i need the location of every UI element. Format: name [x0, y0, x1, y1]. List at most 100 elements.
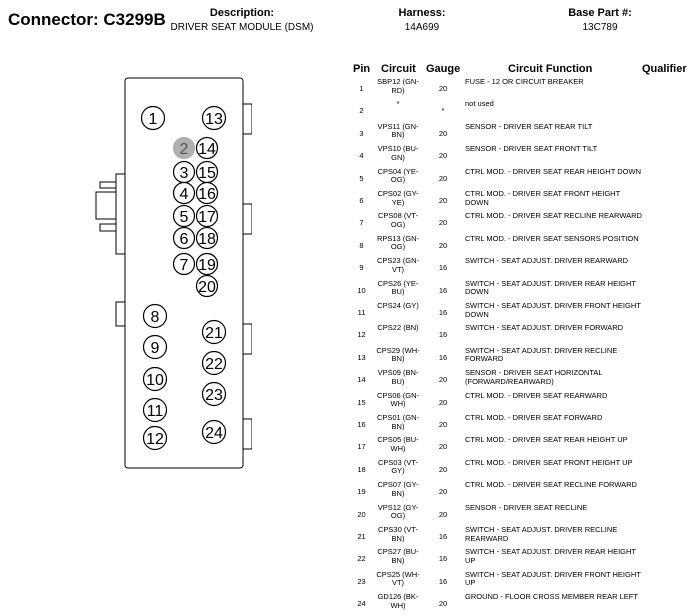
- cavity-circle: [195, 252, 219, 276]
- function-cell: GROUND - FLOOR CROSS MEMBER REAR LEFT: [465, 592, 638, 602]
- cavity-16: 16: [195, 181, 219, 205]
- circuit-cell: CPS22 (BN): [377, 323, 419, 333]
- cavity-circle: [172, 181, 196, 205]
- pin-cell: 9: [359, 263, 364, 273]
- circuit-cell: CPS05 (BU-WH): [377, 435, 419, 453]
- function-cell: FUSE - 12 OR CIRCUIT BREAKER: [465, 77, 584, 86]
- header-circuit: Circuit: [381, 63, 416, 75]
- cavity-label: 20: [198, 279, 216, 296]
- cavity-18: 18: [195, 226, 219, 250]
- latch-tab-upper: [99, 181, 116, 189]
- circuit-cell: CPS24 (GY): [377, 301, 419, 310]
- circuit-cell: CPS02 (GY-YE): [377, 189, 419, 207]
- gauge-cell: 20: [438, 599, 448, 609]
- circuit-cell: CPS03 (VT-GY): [377, 457, 418, 476]
- cavity-label: 16: [198, 186, 216, 203]
- gauge-cell: 16: [438, 554, 448, 564]
- function-cell: SENSOR - DRIVER SEAT REAR TILT: [465, 121, 593, 131]
- connector-housing: [95, 77, 252, 469]
- pin-cell: 23: [357, 576, 366, 586]
- gauge-cell: 20: [438, 375, 448, 385]
- cavity-17: 17: [195, 204, 219, 228]
- cavity-14: 14: [195, 136, 219, 160]
- pin-cell: 8: [359, 240, 364, 250]
- cavity-20: 20: [195, 274, 219, 298]
- side-rib-right-3: [243, 323, 252, 355]
- table-row: 2**not used: [345, 100, 695, 122]
- gauge-cell: 16: [438, 263, 448, 273]
- table-row: 24 GD126 (BK-WH) 20 GROUND - FLOOR CROSS ME…: [345, 592, 695, 615]
- cavity-1: 1: [140, 105, 166, 131]
- cavity-circle: [195, 136, 219, 160]
- function-cell: SWITCH - SEAT ADJUST. DRIVER REARWARD: [465, 256, 629, 266]
- pin-cell: 22: [357, 554, 366, 564]
- gauge-cell: 20: [438, 173, 448, 183]
- harness-label: Harness:: [398, 7, 446, 19]
- cavity-13: 13: [201, 105, 227, 131]
- gauge-cell: 20: [438, 151, 448, 161]
- header-pin: Pin: [353, 63, 371, 75]
- function-cell: CTRL MOD. - DRIVER SEAT RECLINE REARWARD: [465, 211, 642, 221]
- cavity-circle: [195, 274, 219, 298]
- cavity-label: 9: [151, 340, 160, 357]
- circuit-cell: CPS07 (GY-BN): [377, 480, 419, 498]
- latch-tab-lower: [99, 223, 116, 232]
- function-cell: CTRL MOD. - DRIVER SEAT REAR HEIGHT UP: [465, 435, 628, 445]
- cavity-circle: [201, 381, 227, 407]
- cavity-3: 3: [172, 160, 196, 184]
- circuit-cell: GD126 (BK-WH): [377, 592, 419, 610]
- cavity-21: 21: [201, 319, 227, 345]
- gauge-cell: *: [441, 106, 445, 116]
- function-cell: CTRL MOD. - DRIVER SEAT RECLINE FORWARD: [465, 480, 637, 490]
- cavity-label: 21: [205, 325, 223, 342]
- cavity-5: 5: [172, 204, 196, 228]
- function-cell: SWITCH - SEAT ADJUST. DRIVER REAR HEIGHT…: [465, 547, 636, 565]
- gauge-cell: 20: [438, 84, 448, 93]
- side-rib-right-2: [243, 203, 252, 235]
- cavity-24: 24: [201, 419, 227, 445]
- pin-cell: 7: [359, 218, 364, 228]
- function-cell: SENSOR - DRIVER SEAT FRONT TILT: [465, 144, 598, 154]
- cavity-6: 6: [172, 226, 196, 250]
- connector-id: C3299B: [103, 10, 166, 29]
- gauge-cell: 16: [438, 576, 448, 586]
- cavity-circle: [201, 419, 227, 445]
- cavity-label: 8: [151, 309, 160, 326]
- gauge-cell: 20: [438, 128, 448, 138]
- header-function: Circuit Function: [508, 63, 593, 75]
- circuit-cell: RPS13 (GN-OG): [376, 233, 420, 252]
- gauge-cell: 20: [438, 420, 448, 429]
- circuit-cell: CPS30 (VT-BN): [377, 525, 418, 543]
- cavity-label: 6: [180, 231, 189, 248]
- function-cell: CTRL MOD. - DRIVER SEAT REARWARD: [465, 390, 608, 400]
- side-rib-right-1: [243, 103, 252, 135]
- pin-cell: 19: [357, 487, 366, 497]
- function-cell: CTRL MOD. - DRIVER SEAT FRONT HEIGHT UP: [465, 457, 633, 467]
- pin-cell: 6: [359, 196, 364, 205]
- gauge-cell: 20: [438, 218, 448, 228]
- cavity-label: 5: [180, 209, 189, 226]
- cavity-9: 9: [142, 334, 168, 360]
- cavity-label: 11: [147, 403, 164, 420]
- pin-cell: 24: [357, 599, 366, 609]
- cavity-label: 24: [205, 425, 223, 442]
- pin-cell: 1: [359, 84, 364, 93]
- harness-block: Harness: 14A699: [370, 7, 474, 33]
- function-cell: SWITCH - SEAT ADJUST. DRIVER FORWARD: [465, 323, 624, 333]
- cavity-19: 19: [195, 252, 219, 276]
- pin-cell: 13: [357, 352, 366, 362]
- function-cell: SENSOR - DRIVER SEAT RECLINE: [465, 502, 588, 512]
- cavity-15: 15: [195, 160, 219, 184]
- circuit-cell: CPS04 (YE-OG): [377, 166, 419, 185]
- base-part-block: Base Part #: 13C789: [545, 7, 655, 33]
- cavity-label: 18: [198, 231, 216, 248]
- cavity-circle: [201, 350, 227, 376]
- pin-cell: 18: [357, 464, 366, 474]
- description-block: Description: DRIVER SEAT MODULE (DSM): [150, 7, 334, 33]
